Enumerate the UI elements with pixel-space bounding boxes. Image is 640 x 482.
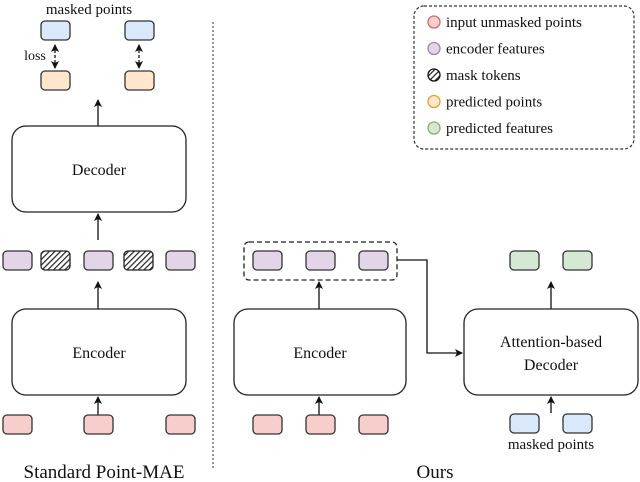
target-masked-point-token	[124, 20, 155, 41]
right-predicted-feature-tokens	[509, 250, 593, 271]
encoder-feature-token	[305, 250, 336, 271]
features-to-decoder-arrow	[397, 259, 463, 357]
encoder-features-group	[243, 241, 398, 281]
masked-point-token	[509, 413, 540, 434]
encoder-feature-token	[252, 250, 283, 271]
masked-point-token	[562, 413, 593, 434]
legend-label-feature: predicted features	[446, 121, 553, 137]
input-unmasked-point-token	[2, 414, 33, 435]
loss-label: loss	[24, 49, 46, 64]
left-encoder-label: Encoder	[72, 345, 126, 362]
predicted-feature-token	[509, 250, 540, 271]
legend-swatch-encoder	[427, 41, 441, 56]
left-target-tokens	[40, 20, 155, 91]
input-unmasked-point-token	[83, 414, 114, 435]
left-masked-points-label: masked points	[46, 2, 132, 18]
input-unmasked-point-token	[305, 414, 336, 435]
encoder-feature-token	[358, 250, 389, 271]
predicted-feature-token	[562, 250, 593, 271]
input-unmasked-point-token	[165, 414, 196, 435]
encoder-feature-token	[83, 250, 114, 271]
mask-token	[40, 250, 71, 271]
right-masked-points-label: masked points	[508, 437, 594, 453]
legend-label-predicted: predicted points	[446, 95, 542, 111]
encoder-feature-token	[165, 250, 196, 271]
legend: input unmasked points encoder features mas…	[427, 15, 582, 137]
target-masked-point-token	[40, 20, 71, 41]
right-input-tokens	[252, 414, 389, 435]
legend-label-mask: mask tokens	[446, 68, 521, 84]
right-encoder-label: Encoder	[293, 345, 347, 362]
predicted-point-token	[124, 70, 155, 91]
legend-label-encoder: encoder features	[446, 42, 545, 58]
left-decoder-box	[11, 125, 187, 213]
attention-decoder-box	[463, 308, 639, 396]
legend-swatch-input	[427, 15, 441, 29]
input-unmasked-point-token	[252, 414, 283, 435]
attention-decoder-label-2: Decoder	[524, 357, 579, 374]
legend-label-input: input unmasked points	[446, 15, 582, 31]
legend-box	[413, 5, 635, 150]
right-encoder-feature-tokens	[252, 250, 389, 271]
input-unmasked-point-token	[358, 414, 389, 435]
left-caption: Standard Point-MAE	[24, 462, 185, 482]
attention-decoder-label-1: Attention-based	[500, 334, 602, 351]
left-input-tokens	[2, 414, 196, 435]
left-encoder-box	[11, 308, 187, 396]
right-caption: Ours	[417, 462, 454, 482]
mask-token	[123, 250, 154, 271]
encoder-feature-token	[2, 250, 33, 271]
legend-swatch-feature	[427, 121, 441, 135]
legend-swatch-predicted	[427, 94, 441, 109]
left-decoder-label: Decoder	[72, 162, 127, 179]
legend-swatch-mask	[427, 68, 441, 82]
right-masked-point-tokens	[509, 413, 593, 434]
right-encoder-box	[233, 308, 407, 396]
left-middle-tokens	[2, 250, 196, 271]
predicted-point-token	[40, 70, 71, 91]
